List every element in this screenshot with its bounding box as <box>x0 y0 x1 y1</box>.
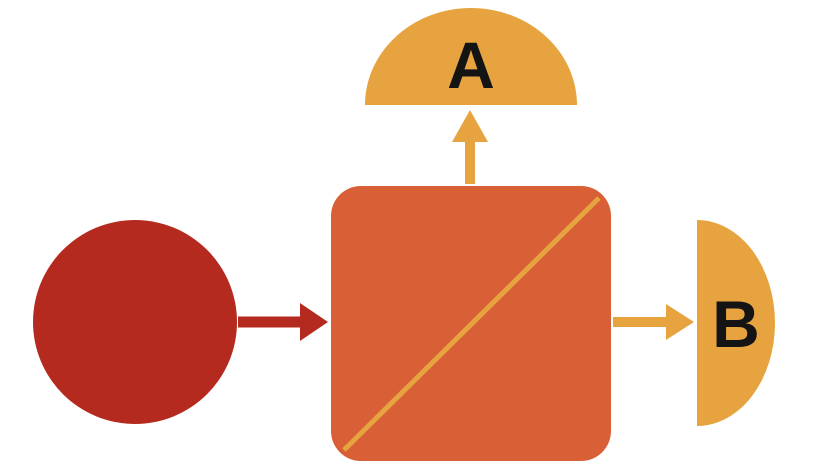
output-b-node <box>697 220 775 426</box>
arrow-square-to-a <box>452 110 488 184</box>
arrow-square-to-a-head <box>452 110 488 142</box>
output-a-node <box>365 8 577 105</box>
arrow-circle-to-square <box>238 303 328 341</box>
arrow-square-to-b-head <box>666 304 694 340</box>
arrow-circle-to-square-head <box>300 303 328 341</box>
input-circle-node <box>33 220 237 424</box>
output-b-label: B <box>712 287 760 361</box>
output-a-label: A <box>447 28 495 102</box>
arrow-square-to-b <box>613 304 694 340</box>
square-diagonal-line <box>342 196 601 452</box>
